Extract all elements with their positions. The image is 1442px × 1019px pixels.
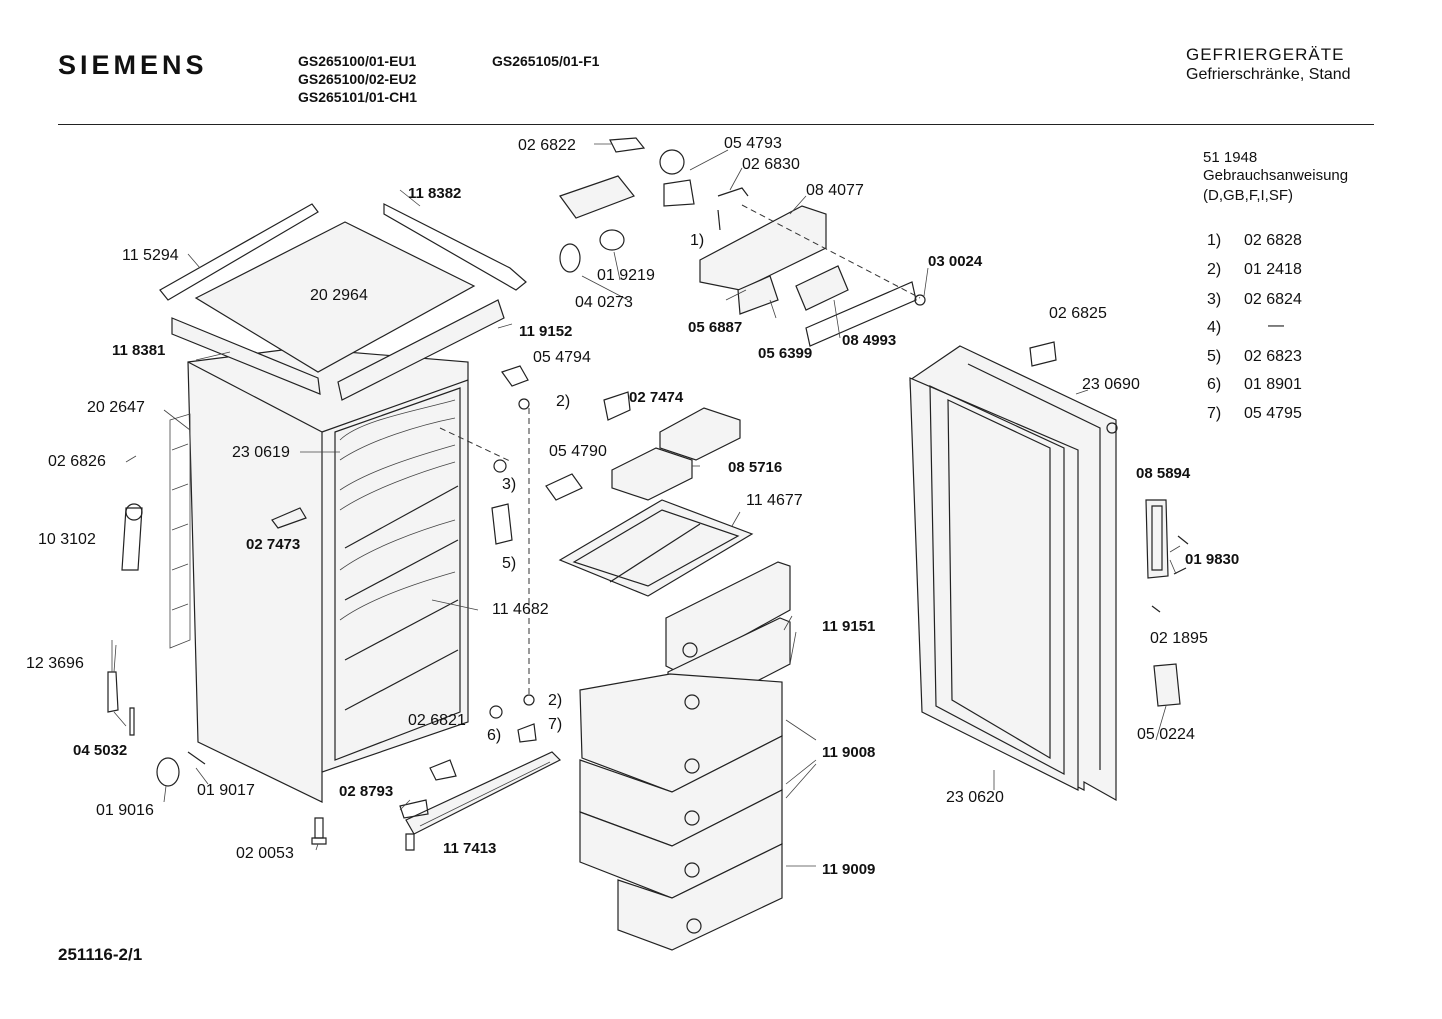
drawing-number: 251116-2/1 <box>58 945 143 964</box>
part-label: 11 5294 <box>122 247 179 264</box>
part-label: 04 5032 <box>73 742 128 759</box>
part-label: 03 0024 <box>928 253 983 270</box>
part-label: 23 0620 <box>946 789 1004 806</box>
model-number: GS265100/02-EU2 <box>298 71 417 87</box>
door <box>909 341 1118 802</box>
part-label: 08 5894 <box>1136 465 1191 482</box>
part-label: 11 9151 <box>822 618 876 635</box>
door-handle <box>1145 499 1189 707</box>
part-label: 20 2647 <box>87 399 145 416</box>
callout-number: 1) <box>690 232 705 249</box>
part-label: 02 0053 <box>236 845 294 862</box>
part-label: 01 9830 <box>1185 551 1240 568</box>
part-label: 05 4790 <box>549 443 607 460</box>
part-label: 08 4077 <box>806 182 864 199</box>
cabinet-body <box>187 347 469 803</box>
part-label: 02 6821 <box>408 712 466 729</box>
control-panel <box>559 137 926 347</box>
leader-lines <box>113 143 1181 867</box>
cold-packs <box>611 407 741 501</box>
top-cover <box>159 203 527 401</box>
part-label: 05 6399 <box>758 345 813 362</box>
kick-plate <box>399 751 562 851</box>
part-label: 11 9152 <box>519 323 573 340</box>
model-number: GS265100/01-EU1 <box>298 53 417 69</box>
legend-key: 7) <box>1207 405 1222 422</box>
part-label: 11 7413 <box>443 840 497 857</box>
part-label: 08 4993 <box>842 332 897 349</box>
part-label: 11 4677 <box>746 492 803 509</box>
drain-tube <box>121 503 143 571</box>
manual-languages: (D,GB,F,I,SF) <box>1203 187 1293 204</box>
legend-part: 02 6824 <box>1244 291 1302 308</box>
callout-number: 6) <box>487 727 502 744</box>
part-label: 20 2964 <box>310 287 368 304</box>
legend-key: 3) <box>1207 291 1222 308</box>
part-label: 05 6887 <box>688 319 743 336</box>
legend-part: — <box>1268 317 1284 334</box>
callout-number: 2) <box>556 393 571 410</box>
part-label: 23 0690 <box>1082 376 1140 393</box>
part-label: 02 6822 <box>518 137 576 154</box>
condenser <box>169 413 191 649</box>
thermostat-sensor <box>107 640 135 736</box>
model-number: GS265105/01-F1 <box>492 53 600 69</box>
part-label: 02 6826 <box>48 453 106 470</box>
legend-part: 02 6828 <box>1244 232 1302 249</box>
category-subtitle: Gefrierschränke, Stand <box>1186 66 1351 83</box>
model-number: GS265101/01-CH1 <box>298 89 418 105</box>
part-label: 08 5716 <box>728 459 783 476</box>
part-label: 05 4794 <box>533 349 591 366</box>
part-label: 02 7473 <box>246 536 301 553</box>
part-label: 05 0224 <box>1137 726 1195 743</box>
legend-key: 2) <box>1207 261 1222 278</box>
part-label: 05 4793 <box>724 135 782 152</box>
feet <box>156 751 327 845</box>
legend-part: 05 4795 <box>1244 405 1302 422</box>
brand-logo: SIEMENS <box>58 50 208 80</box>
legend-key: 1) <box>1207 232 1222 249</box>
manual-number: 51 1948 <box>1203 149 1258 166</box>
legend-key: 6) <box>1207 376 1222 393</box>
legend-key: 4) <box>1207 319 1222 336</box>
category-title: GEFRIERGERÄTE <box>1186 45 1345 64</box>
evaporator-shelves <box>339 399 459 711</box>
callout-number: 3) <box>502 476 517 493</box>
manual-title: Gebrauchsanweisung <box>1203 167 1349 184</box>
part-label: 11 9009 <box>822 861 876 878</box>
shelf-tray <box>558 499 754 597</box>
part-label: 11 4682 <box>492 601 549 618</box>
part-label: 10 3102 <box>38 531 96 548</box>
part-label: 11 9008 <box>822 744 876 761</box>
freezer-baskets <box>579 561 791 951</box>
part-label: 11 8381 <box>112 342 166 359</box>
part-label: 23 0619 <box>232 444 290 461</box>
callout-number: 5) <box>502 555 517 572</box>
part-label: 01 9016 <box>96 802 154 819</box>
legend-part: 01 2418 <box>1244 261 1302 278</box>
legend-part: 02 6823 <box>1244 348 1302 365</box>
part-label: 11 8382 <box>408 185 462 202</box>
part-label: 02 1895 <box>1150 630 1208 647</box>
part-label: 02 8793 <box>339 783 394 800</box>
part-label: 01 9219 <box>597 267 655 284</box>
legend-key: 5) <box>1207 348 1222 365</box>
part-label: 02 6825 <box>1049 305 1107 322</box>
hinge-and-clips <box>271 365 631 743</box>
part-label: 01 9017 <box>197 782 255 799</box>
part-label: 12 3696 <box>26 655 84 672</box>
part-label: 02 7474 <box>629 389 684 406</box>
header-divider <box>58 124 1374 125</box>
callout-number: 7) <box>548 716 563 733</box>
part-label: 04 0273 <box>575 294 633 311</box>
callout-number: 2) <box>548 692 563 709</box>
legend-part: 01 8901 <box>1244 376 1302 393</box>
part-label: 02 6830 <box>742 156 800 173</box>
